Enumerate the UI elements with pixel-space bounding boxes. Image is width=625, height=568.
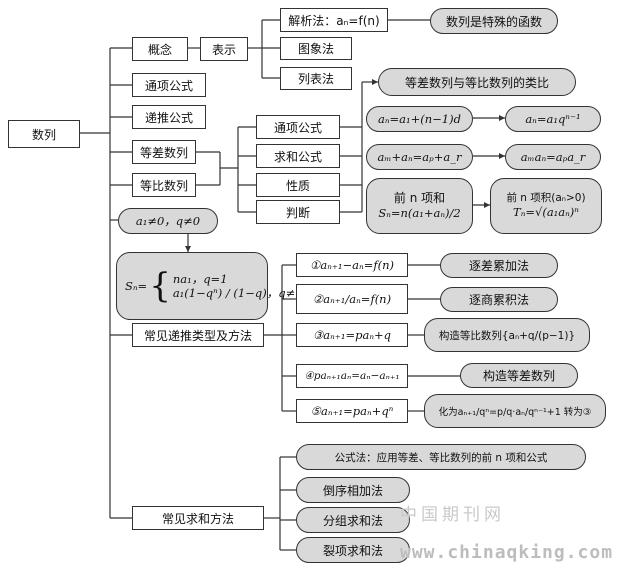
geometric-sum-case-2: a₁(1−qⁿ) / (1−q)，q≠1 xyxy=(172,286,303,300)
recursion-method-1-label: 逐差累加法 xyxy=(468,259,529,273)
prop-nature-label: 性质 xyxy=(285,178,310,193)
geo-property-formula: aₘaₙ=aₚa_r xyxy=(520,150,586,164)
represent-node: 表示 xyxy=(200,37,248,61)
recursive-formula-label: 递推公式 xyxy=(144,110,193,125)
geo-general-formula: aₙ=a₁qⁿ⁻¹ xyxy=(525,112,581,126)
concept-node: 概念 xyxy=(132,37,188,61)
recursion-type-3-formula: ③aₙ₊₁=paₙ+q xyxy=(312,328,392,342)
geometric-sum-case-1: na₁，q=1 xyxy=(172,271,228,286)
prop-judge-label: 判断 xyxy=(285,205,310,220)
recursion-method-3-node: 构造等比数列{aₙ+q/(p−1)} xyxy=(424,318,590,352)
recursion-method-2-label: 逐商累积法 xyxy=(468,293,529,307)
summation-reverse-add-node: 倒序相加法 xyxy=(296,477,410,503)
recursion-method-3-label: 构造等比数列{aₙ+q/(p−1)} xyxy=(438,329,576,342)
recursion-type-3-node: ③aₙ₊₁=paₙ+q xyxy=(296,323,408,347)
prop-general-node: 通项公式 xyxy=(256,115,340,139)
root-node: 数列 xyxy=(8,120,80,148)
recursion-method-4-node: 构造等差数列 xyxy=(460,363,578,388)
recursion-method-4-label: 构造等差数列 xyxy=(482,369,555,383)
recursion-method-1-node: 逐差累加法 xyxy=(440,253,558,278)
prop-sum-label: 求和公式 xyxy=(273,149,322,164)
summation-group-label: 分组求和法 xyxy=(322,513,383,528)
recursion-type-1-node: ①aₙ₊₁−aₙ=f(n) xyxy=(296,253,408,277)
summation-reverse-add-label: 倒序相加法 xyxy=(322,483,383,498)
geometric-sum-lhs: Sₙ= xyxy=(125,279,148,293)
summation-telescoping-label: 裂项求和法 xyxy=(322,543,383,558)
geometric-sequence-node: 等比数列 xyxy=(132,173,196,197)
analogy-title-node: 等差数列与等比数列的类比 xyxy=(378,68,576,96)
graph-method-label: 图象法 xyxy=(297,42,334,56)
geometric-condition-label: a₁≠0，q≠0 xyxy=(135,214,201,228)
geo-property-formula-node: aₘaₙ=aₚa_r xyxy=(505,144,601,170)
recursion-method-5-label: 化为aₙ₊₁/qⁿ=p/q·aₙ/qⁿ⁻¹+1 转为③ xyxy=(438,407,592,418)
recursion-type-5-node: ⑤aₙ₊₁=paₙ+qⁿ xyxy=(296,399,408,423)
geo-product-node: 前 n 项积(aₙ>0) Tₙ=√(a₁aₙ)ⁿ xyxy=(490,178,602,234)
recursion-type-2-formula: ②aₙ₊₁/aₙ=f(n) xyxy=(312,292,392,306)
brace-glyph: { xyxy=(149,266,171,306)
arithmetic-sequence-label: 等差数列 xyxy=(139,145,188,160)
represent-label: 表示 xyxy=(211,42,236,57)
root-label: 数列 xyxy=(31,127,56,142)
arith-sum-node: 前 n 项和 Sₙ=n(a₁+aₙ)/2 xyxy=(366,178,473,234)
recursion-type-4-node: ④paₙ₊₁aₙ=aₙ−aₙ₊₁ xyxy=(296,364,408,388)
recursive-formula-node: 递推公式 xyxy=(132,105,206,129)
summation-formula-method-label: 公式法：应用等差、等比数列的前 n 项和公式 xyxy=(334,451,548,464)
concept-label: 概念 xyxy=(147,42,172,57)
recursion-type-1-formula: ①aₙ₊₁−aₙ=f(n) xyxy=(310,258,394,272)
arith-property-formula-node: aₘ+aₙ=aₚ+a_r xyxy=(366,144,473,170)
prop-sum-node: 求和公式 xyxy=(256,144,340,168)
table-method-label: 列表法 xyxy=(297,72,334,86)
recursion-method-5-node: 化为aₙ₊₁/qⁿ=p/q·aₙ/qⁿ⁻¹+1 转为③ xyxy=(424,394,606,428)
summation-methods-node: 常见求和方法 xyxy=(132,506,264,530)
recursion-type-5-formula: ⑤aₙ₊₁=paₙ+qⁿ xyxy=(310,404,394,418)
arith-sum-formula: Sₙ=n(a₁+aₙ)/2 xyxy=(378,206,461,221)
watermark-url: www.chinaqking.com xyxy=(400,542,614,563)
analytic-note-node: 数列是特殊的函数 xyxy=(430,8,558,34)
analytic-method-label: 解析法：aₙ=f(n) xyxy=(288,13,380,28)
prop-nature-node: 性质 xyxy=(256,173,340,197)
general-term-label: 通项公式 xyxy=(144,78,193,93)
arith-general-formula-node: aₙ=a₁+(n−1)d xyxy=(366,106,473,132)
summation-formula-method-node: 公式法：应用等差、等比数列的前 n 项和公式 xyxy=(296,444,586,470)
geometric-sum-formula-node: Sₙ= { na₁，q=1 a₁(1−qⁿ) / (1−q)，q≠1 xyxy=(116,252,303,320)
recursion-types-label: 常见递推类型及方法 xyxy=(143,328,252,343)
analytic-note-label: 数列是特殊的函数 xyxy=(445,14,542,29)
prop-judge-node: 判断 xyxy=(256,200,340,224)
graph-method-node: 图象法 xyxy=(280,37,352,60)
summation-telescoping-node: 裂项求和法 xyxy=(296,537,410,563)
analogy-title-label: 等差数列与等比数列的类比 xyxy=(404,75,549,90)
geo-general-formula-node: aₙ=a₁qⁿ⁻¹ xyxy=(505,106,601,132)
prop-general-label: 通项公式 xyxy=(273,120,322,135)
recursion-type-2-node: ②aₙ₊₁/aₙ=f(n) xyxy=(296,284,408,314)
table-method-node: 列表法 xyxy=(280,67,352,90)
analytic-method-node: 解析法：aₙ=f(n) xyxy=(280,8,388,32)
arith-property-formula: aₘ+aₙ=aₚ+a_r xyxy=(377,150,462,164)
summation-methods-label: 常见求和方法 xyxy=(161,511,234,526)
watermark-cn: 中国期刊网 xyxy=(400,505,505,525)
geo-product-title: 前 n 项积(aₙ>0) xyxy=(506,192,586,205)
geo-product-formula: Tₙ=√(a₁aₙ)ⁿ xyxy=(513,205,579,220)
geometric-sequence-label: 等比数列 xyxy=(139,178,188,193)
geometric-condition-node: a₁≠0，q≠0 xyxy=(118,208,218,234)
recursion-type-4-formula: ④paₙ₊₁aₙ=aₙ−aₙ₊₁ xyxy=(304,370,400,382)
arith-general-formula: aₙ=a₁+(n−1)d xyxy=(378,112,461,126)
recursion-types-node: 常见递推类型及方法 xyxy=(132,323,264,347)
arith-sum-title: 前 n 项和 xyxy=(393,191,446,206)
summation-group-node: 分组求和法 xyxy=(296,507,410,533)
arithmetic-sequence-node: 等差数列 xyxy=(132,140,196,164)
recursion-method-2-node: 逐商累积法 xyxy=(440,287,558,312)
general-term-node: 通项公式 xyxy=(132,73,206,97)
